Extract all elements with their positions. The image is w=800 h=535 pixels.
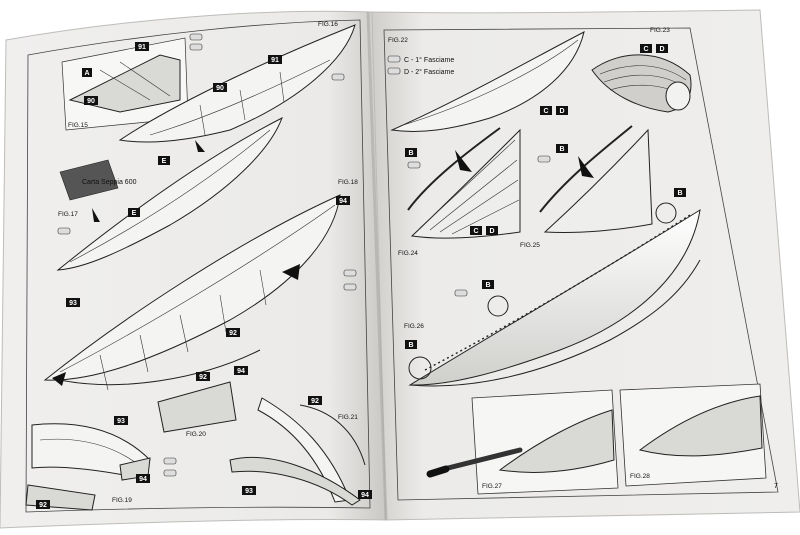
fig25-label: FIG.25 [520,242,540,249]
part-tag-C: C [543,108,548,115]
part-tag-92c: 92 [311,398,319,405]
left-page: A 91 90 FIG.15 91 90 FIG.16 Carta [0,10,387,529]
fig15-inset: A 91 90 FIG.15 [61,37,189,131]
tool-icon [57,227,71,235]
part-tag-93c: 93 [117,418,125,425]
material-label: Carta Seppia 600 [82,179,137,186]
fig17-label: FIG.17 [58,211,78,218]
part-tag-92d: 92 [39,502,47,509]
fig22-label: FIG.22 [388,37,408,44]
spine-shadow [366,11,388,521]
tool-icon [163,457,177,465]
fig27-sanding: FIG.27 [426,389,619,495]
fig26-label: FIG.26 [404,323,424,330]
arrow-icon [195,140,205,152]
fig28-finished: FIG.28 [619,383,767,487]
fig28-label: FIG.28 [630,473,650,480]
part-tag-94: 94 [339,198,347,205]
fig24-planking: B C D FIG.24 [398,127,521,257]
fig21-label: FIG.21 [338,414,358,421]
tool-icon [454,289,468,297]
fig25-planking: B FIG.25 [520,125,653,249]
fig19-bow: 93 94 92 FIG.19 [25,416,177,511]
part-tag-D: D [559,108,564,115]
fig22-hull: FIG.22 C - 1° Fasciame D - 2° Fasciame C… [387,31,585,132]
fig16-hull: 91 90 FIG.16 [118,21,356,143]
fig20-label: FIG.20 [186,431,206,438]
part-tag-90b: 90 [216,85,224,92]
part-tag-93: 93 [69,300,77,307]
part-tag-94b: 94 [237,368,245,375]
part-tag-B: B [408,150,413,157]
part-tag-94d: 94 [139,476,147,483]
tool-icon [537,155,551,163]
part-tag-B5: B [408,342,413,349]
legend-c: C - 1° Fasciame [404,56,454,64]
fig19-label: FIG.19 [112,497,132,504]
tool-icon [189,33,203,41]
fig26-hull: B B B FIG.26 [404,188,701,387]
arrow-icon [52,372,66,386]
tool-icon [163,469,177,477]
tool-icon [343,269,357,277]
arrow-icon [455,150,472,172]
tool-icon [189,43,203,51]
tool-icon [331,73,345,81]
tool-icon [387,55,401,63]
fig23-bow: FIG.23 C D [591,27,692,113]
tool-icon [407,161,421,169]
fig21-frame: 92 FIG.21 93 94 [229,396,372,506]
part-tag-91b: 91 [271,57,279,64]
fig15-label: FIG.15 [68,122,88,129]
part-tag-B4: B [485,282,490,289]
part-tag-D3: D [489,228,494,235]
part-tag-92b: 92 [199,374,207,381]
part-tag-E2: E [132,210,137,217]
fig18-label: FIG.18 [338,179,358,186]
part-tag-90: 90 [87,98,95,105]
fig20-detail: 92 94 FIG.20 [157,366,248,438]
tool-icon [343,283,357,291]
part-tag-B2: B [559,146,564,153]
part-tag-E: E [162,158,167,165]
tool-icon [387,67,401,75]
part-tag-92: 92 [229,330,237,337]
fig16-label: FIG.16 [318,21,338,28]
part-tag-C3: C [473,228,478,235]
part-tag-D2: D [659,46,664,53]
page-number: 7 [774,483,778,490]
part-tag-C2: C [643,46,648,53]
part-tag-93b: 93 [245,488,253,495]
fig23-label: FIG.23 [650,27,670,34]
right-page: FIG.22 C - 1° Fasciame D - 2° Fasciame C… [371,9,800,521]
part-tag-94c: 94 [361,492,369,499]
fig18-hull: FIG.18 94 93 92 [43,179,358,391]
legend-d: D - 2° Fasciame [404,68,454,76]
arrow-icon [578,156,594,178]
part-tag-B3: B [677,190,682,197]
fig24-label: FIG.24 [398,250,418,257]
part-tag-A: A [84,70,89,77]
fig17-deck: Carta Seppia 600 E E FIG.17 [56,116,283,271]
arrow-icon [92,208,100,222]
arrow-icon [282,264,300,280]
part-tag-91: 91 [138,44,146,51]
fig27-label: FIG.27 [482,483,502,490]
